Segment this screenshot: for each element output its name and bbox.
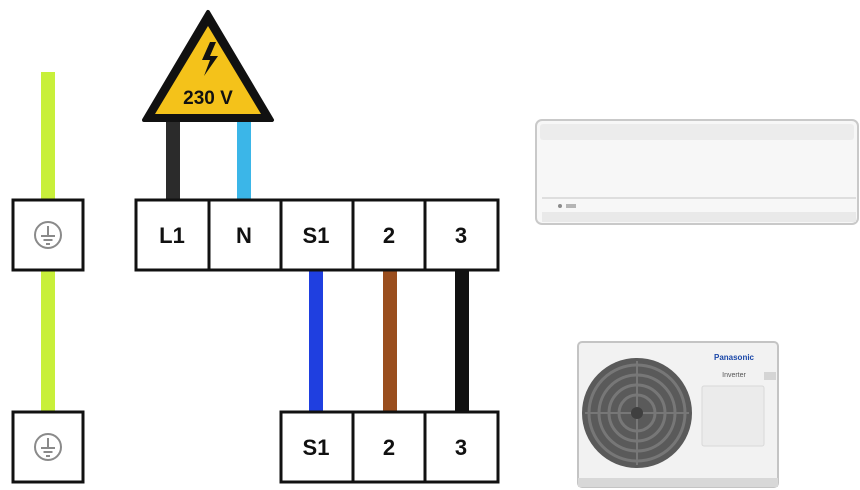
s1-wire <box>309 268 323 414</box>
outdoor-unit-model: Inverter <box>722 372 746 379</box>
indoor-terminal-3: 3 <box>455 223 467 248</box>
earth-ground-icon <box>34 433 62 461</box>
indoor-terminal-l1: L1 <box>159 223 185 248</box>
earth-wire <box>41 72 55 414</box>
fan-grille-icon <box>582 358 692 468</box>
outdoor-terminal-block: S1 2 3 <box>279 410 500 484</box>
indoor-earth-terminal <box>11 198 85 272</box>
outdoor-terminal-s1: S1 <box>303 435 330 460</box>
earth-ground-icon <box>34 221 62 249</box>
indoor-unit-image <box>535 119 859 225</box>
lightning-bolt-icon <box>202 42 218 76</box>
outdoor-terminal-2: 2 <box>383 435 395 460</box>
indoor-terminal-block: L1 N S1 2 3 <box>134 198 500 272</box>
neutral-wire <box>237 120 251 202</box>
indoor-terminal-2: 2 <box>383 223 395 248</box>
outdoor-unit-image: Panasonic Inverter <box>577 341 779 488</box>
indoor-terminal-n: N <box>236 223 252 248</box>
wire-2 <box>383 268 397 414</box>
live-wire <box>166 120 180 202</box>
wire-3 <box>455 268 469 414</box>
outdoor-unit-brand: Panasonic <box>714 353 755 362</box>
outdoor-earth-terminal <box>11 410 85 484</box>
outdoor-terminal-3: 3 <box>455 435 467 460</box>
warning-label: 230 V <box>183 88 233 109</box>
indoor-terminal-s1: S1 <box>303 223 330 248</box>
high-voltage-warning-icon: 230 V <box>142 10 274 122</box>
